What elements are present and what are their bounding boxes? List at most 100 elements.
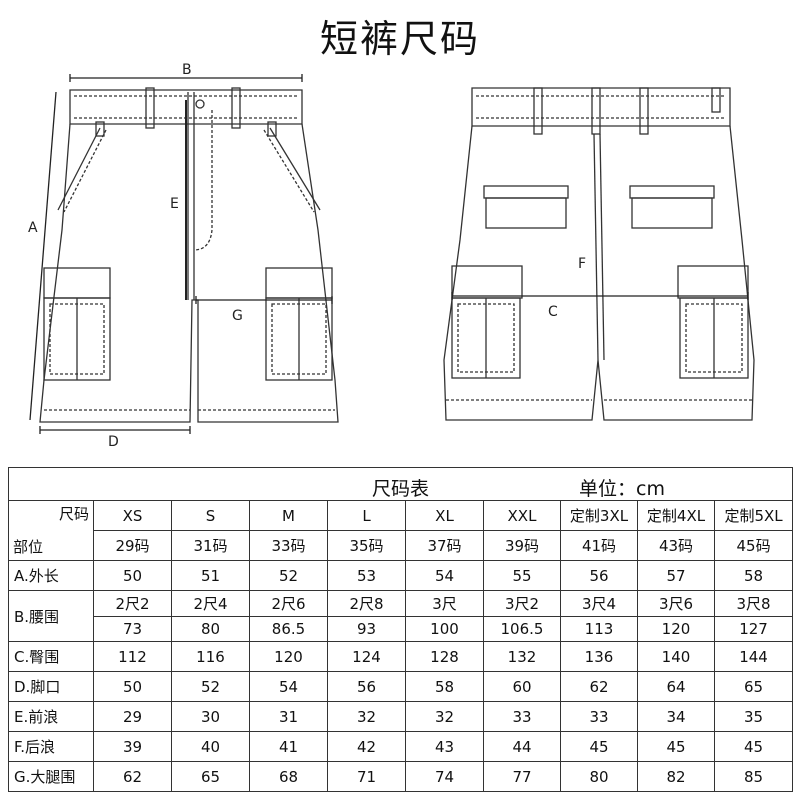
- size-code: 37码: [405, 530, 484, 561]
- size-header: XL: [405, 500, 484, 531]
- table-cell: 82: [637, 761, 715, 792]
- table-cell: 53: [327, 560, 406, 591]
- table-cell: 60: [483, 671, 561, 702]
- cell-cm: 86.5: [271, 619, 306, 638]
- table-cell: 44: [483, 731, 561, 762]
- table-cell: 54: [249, 671, 328, 702]
- table-cell: 32: [327, 701, 406, 732]
- table-cell: 40: [171, 731, 250, 762]
- cell-shichi: 2尺8: [328, 592, 405, 617]
- size-code: 45码: [713, 530, 794, 561]
- table-caption: 尺码表: [372, 478, 430, 500]
- size-header: 定制4XL: [637, 500, 715, 531]
- table-cell: 52: [249, 560, 328, 591]
- table-cell: 52: [171, 671, 250, 702]
- size-header: M: [249, 500, 328, 531]
- table-cell: 80: [560, 761, 638, 792]
- table-cell: 62: [560, 671, 638, 702]
- table-cell: 136: [560, 641, 638, 672]
- table-cell: 56: [327, 671, 406, 702]
- size-header: 定制3XL: [560, 500, 638, 531]
- cell-cm: 93: [356, 619, 377, 638]
- cell-shichi: 2尺4: [172, 592, 249, 617]
- size-header: XXL: [483, 500, 561, 531]
- table-cell: 33: [483, 701, 561, 732]
- table-cell: 43: [405, 731, 484, 762]
- table-cell: 120: [249, 641, 328, 672]
- table-cell: 85: [713, 761, 794, 792]
- size-code: 29码: [93, 530, 172, 561]
- cell-shichi: 3尺2: [484, 592, 560, 617]
- table-cell: 77: [483, 761, 561, 792]
- table-cell: 128: [405, 641, 484, 672]
- row-label: E.前浪: [8, 701, 94, 732]
- diagram-label-d: D: [108, 434, 119, 450]
- cell-shichi: 2尺6: [250, 592, 327, 617]
- table-cell: 56: [560, 560, 638, 591]
- row-label: F.后浪: [8, 731, 94, 762]
- cell-shichi: 3尺6: [638, 592, 714, 617]
- table-cell: 39: [93, 731, 172, 762]
- table-unit: 单位：cm: [579, 478, 665, 500]
- table-cell: 34: [637, 701, 715, 732]
- cell-cm: 80: [200, 619, 221, 638]
- table-cell: 58: [713, 560, 794, 591]
- row-label: D.脚口: [8, 671, 94, 702]
- table-cell: 51: [171, 560, 250, 591]
- cell-cm: 120: [661, 619, 691, 638]
- size-code: 41码: [560, 530, 638, 561]
- size-code: 35码: [327, 530, 406, 561]
- table-cell: 57: [637, 560, 715, 591]
- table-caption-row: 尺码表 单位：cm: [7, 467, 794, 501]
- table-cell: 33: [560, 701, 638, 732]
- table-cell: 132: [483, 641, 561, 672]
- size-header: S: [171, 500, 250, 531]
- size-code: 43码: [637, 530, 715, 561]
- row-label: C.臀围: [8, 641, 94, 672]
- table-cell: 65: [171, 761, 250, 792]
- table-cell: 68: [249, 761, 328, 792]
- cell-cm: 113: [584, 619, 614, 638]
- table-cell: 71: [327, 761, 406, 792]
- table-cell: 144: [713, 641, 794, 672]
- page-title: 短裤尺码: [319, 17, 480, 61]
- cell-shichi: 2尺2: [94, 592, 171, 617]
- diagram-label-f: F: [578, 256, 586, 272]
- table-cell: 58: [405, 671, 484, 702]
- cell-shichi: 3尺4: [561, 592, 637, 617]
- table-cell: 32: [405, 701, 484, 732]
- cell-shichi: 3尺: [406, 592, 483, 617]
- table-cell: 45: [560, 731, 638, 762]
- diagram-label-a: A: [28, 220, 38, 236]
- table-cell: 116: [171, 641, 250, 672]
- table-cell: 50: [93, 560, 172, 591]
- table-cell: 31: [249, 701, 328, 732]
- table-cell: 45: [637, 731, 715, 762]
- diagram-label-b: B: [182, 62, 192, 78]
- table-cell: 112: [93, 641, 172, 672]
- size-header: L: [327, 500, 406, 531]
- shorts-front-view: [29, 74, 339, 434]
- table-cell: 45: [713, 731, 794, 762]
- table-cell: 42: [327, 731, 406, 762]
- table-cell: 124: [327, 641, 406, 672]
- diagram-label-c: C: [548, 304, 558, 320]
- diagram-label-e: E: [170, 196, 179, 212]
- cell-cm: 127: [739, 619, 768, 638]
- corner-part-label: 部位: [13, 538, 44, 556]
- corner-size-label: 尺码: [58, 505, 89, 523]
- table-cell: 30: [171, 701, 250, 732]
- row-label: A.外长: [8, 560, 94, 591]
- size-header: XS: [93, 500, 172, 531]
- cell-cm: 73: [122, 619, 143, 638]
- shorts-back-view: [443, 87, 755, 421]
